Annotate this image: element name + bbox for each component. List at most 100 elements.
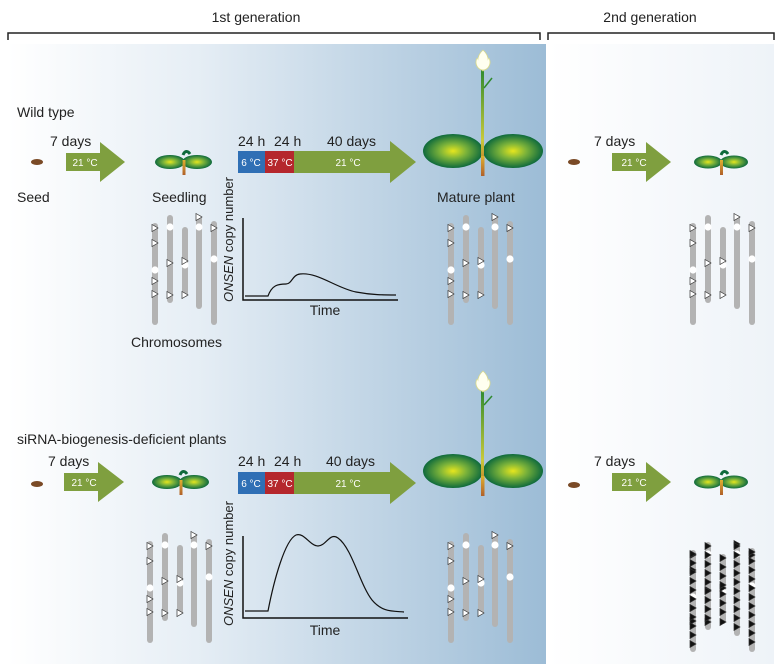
chromosome [448, 223, 454, 325]
centromere [491, 223, 499, 231]
onsen-insertion-marker [719, 553, 727, 563]
growth-arrow [612, 462, 671, 502]
onsen-insertion-marker [689, 238, 697, 248]
seed-label: Seed [17, 189, 50, 205]
onsen-insertion-marker [689, 585, 697, 595]
centromere [151, 266, 159, 274]
treatment-duration-2: 24 h [274, 133, 301, 149]
cold-segment [238, 151, 265, 173]
chromosome [734, 215, 740, 309]
centromere [447, 266, 455, 274]
onsen-insertion-marker [689, 223, 697, 233]
plot-axes [242, 536, 408, 619]
first-gen-label: 1st generation [212, 9, 301, 25]
onsen-insertion-marker [205, 541, 213, 551]
onsen-insertion-marker [689, 630, 697, 640]
chromosomes-label: Chromosomes [131, 334, 222, 350]
onsen-insertion-marker [733, 550, 741, 560]
onsen-insertion-marker [704, 568, 712, 578]
chromosome [749, 221, 755, 325]
onsen-insertion-marker [689, 276, 697, 286]
chromosomes-next-generation [689, 539, 756, 652]
onsen-insertion-marker [704, 258, 712, 268]
onsen-insertion-marker [719, 598, 727, 608]
centromere [190, 541, 198, 549]
chromosomes-seedling [151, 212, 218, 325]
onsen-insertion-marker [704, 541, 712, 551]
onsen-insertion-marker [748, 574, 756, 584]
onsen-insertion-marker [719, 607, 727, 617]
treatment-duration-3: 40 days [326, 453, 375, 469]
seedling-icon [152, 470, 209, 495]
chromosome [162, 533, 168, 621]
heat-segment [265, 472, 294, 494]
onsen-copy-number-plot: ONSEN copy number Time [221, 176, 398, 318]
centromere [748, 255, 756, 263]
chromosome [690, 223, 696, 325]
onsen-copy-number-plot: ONSEN copy number Time [221, 500, 408, 638]
onsen-insertion-marker [733, 604, 741, 614]
onsen-insertion-marker [689, 567, 697, 577]
onsen-insertion-marker [151, 223, 159, 233]
second-gen-panel [548, 44, 774, 664]
arrow-temperature: 21 °C [72, 158, 97, 169]
onsen-insertion-marker [689, 549, 697, 559]
onsen-insertion-marker [748, 556, 756, 566]
centromere [210, 255, 218, 263]
onsen-insertion-marker [733, 595, 741, 605]
onsen-insertion-marker [190, 530, 198, 540]
chromosome [147, 541, 153, 643]
chromosome [196, 215, 202, 309]
chromosome [507, 221, 513, 325]
onsen-insertion-marker [748, 592, 756, 602]
onsen-insertion-marker [689, 612, 697, 622]
onsen-insertion-marker [704, 613, 712, 623]
arrow-duration: 7 days [594, 133, 635, 149]
onsen-insertion-marker [447, 556, 455, 566]
centromere [491, 541, 499, 549]
onsen-insertion-marker [161, 576, 169, 586]
cold-segment [238, 472, 265, 494]
plot-axes [242, 218, 398, 301]
onsen-insertion-marker [748, 610, 756, 620]
seedling-icon [694, 150, 748, 175]
onsen-insertion-marker [210, 223, 218, 233]
chromosome [167, 215, 173, 303]
centromere [146, 584, 154, 592]
onsen-insertion-marker [748, 547, 756, 557]
onsen-insertion-marker [491, 212, 499, 222]
seedling-icon [155, 150, 212, 175]
onsen-insertion-marker [733, 541, 741, 551]
onsen-insertion-marker [733, 622, 741, 632]
onsen-insertion-marker [447, 541, 455, 551]
chromosomes-next-generation [689, 212, 756, 325]
onsen-insertion-marker [704, 604, 712, 614]
onsen-insertion-marker [719, 589, 727, 599]
onsen-insertion-marker [447, 223, 455, 233]
mature-plant-icon [423, 370, 543, 496]
onsen-insertion-marker [733, 212, 741, 222]
centromere [161, 541, 169, 549]
chromosome [492, 533, 498, 627]
onsen-insertion-marker [166, 290, 174, 300]
centromere [462, 223, 470, 231]
onsen-insertion-marker [748, 637, 756, 647]
onsen-insertion-marker [719, 617, 727, 627]
heat-temperature: 37 °C [267, 158, 292, 169]
onsen-insertion-marker [146, 541, 154, 551]
onsen-insertion-marker [689, 639, 697, 649]
seedling-label: Seedling [152, 189, 207, 205]
onsen-insertion-marker [733, 613, 741, 623]
growth-arrow [612, 142, 671, 182]
onsen-insertion-marker [733, 577, 741, 587]
chromosome [507, 539, 513, 643]
first-gen-bracket [7, 32, 541, 40]
onsen-insertion-marker [689, 594, 697, 604]
onsen-insertion-marker [733, 568, 741, 578]
second-gen-bracket [547, 32, 775, 40]
onsen-insertion-marker [748, 583, 756, 593]
onsen-insertion-marker [748, 628, 756, 638]
plot-ylabel: ONSEN copy number [221, 176, 236, 302]
onsen-insertion-marker [447, 238, 455, 248]
